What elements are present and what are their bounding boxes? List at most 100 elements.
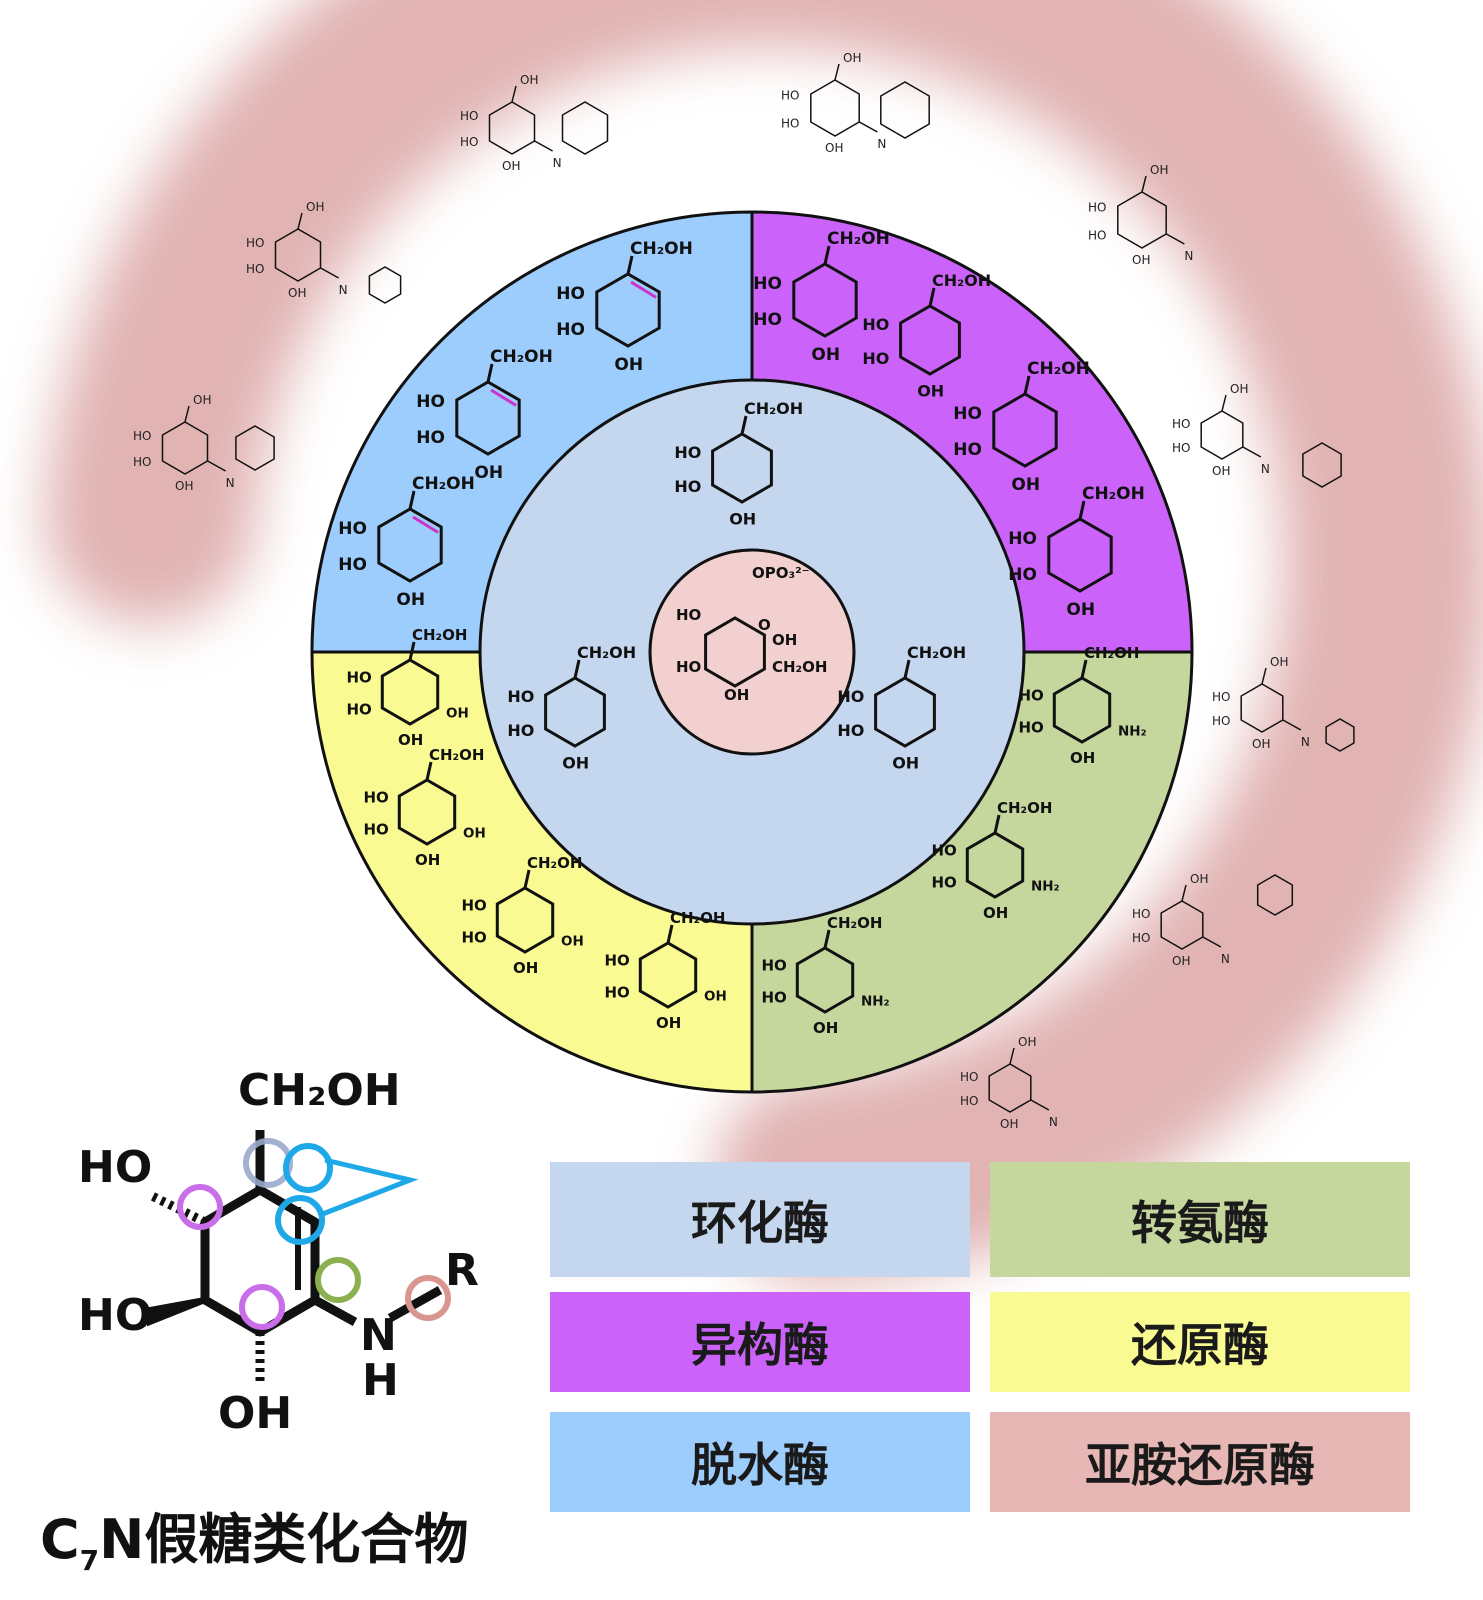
bond [1165, 233, 1185, 245]
bond [1261, 667, 1267, 685]
bond [1282, 719, 1302, 731]
bond [858, 121, 878, 133]
atom-label-nh: N [1261, 462, 1270, 476]
bond [666, 924, 674, 944]
ring-skeleton [488, 101, 536, 155]
atom-label-ch2oh: CH₂OH [997, 799, 1052, 817]
bond [320, 267, 339, 279]
atom-label-ho: HO [246, 262, 264, 276]
atom-label-ch2oh: CH₂OH [670, 909, 725, 927]
atom-label-ho: HO [781, 117, 799, 131]
bond [1030, 1099, 1050, 1111]
ring-skeleton [1302, 442, 1342, 488]
atom-label-ho: HO [338, 555, 367, 575]
atom-label-oh: OH [892, 753, 919, 772]
ring-skeleton [561, 101, 609, 155]
bond [534, 140, 553, 152]
atom-label-nh: N [1049, 1115, 1058, 1129]
legend-item: 异构酶 [550, 1292, 970, 1392]
atom-label-nh: N [877, 137, 886, 151]
atom-label-ho: HO [1088, 229, 1106, 243]
bond [823, 245, 831, 265]
atom-label-ho: HO [364, 820, 389, 838]
atom-label-ho: HO [605, 983, 630, 1001]
atom-label-ho: HO [862, 315, 889, 334]
atom-label-ch2oh: CH₂OH [490, 347, 553, 367]
bond [412, 515, 439, 534]
atom-label-nh: N [553, 156, 562, 170]
atom-label-ch2oh: CH₂OH [527, 854, 582, 872]
ring-skeleton [810, 79, 860, 137]
atom-label-ho: HO [507, 687, 534, 706]
ring-skeleton [274, 228, 322, 282]
ring-skeleton [638, 941, 698, 1009]
atom-label-nh: N [1184, 249, 1193, 263]
atom-label-ho: HO [953, 404, 982, 424]
bond [740, 415, 748, 435]
atom-label-ho: HO [753, 310, 782, 330]
bond [297, 212, 303, 230]
ring-skeleton [965, 831, 1025, 899]
atom-label-oh: OH [306, 200, 324, 214]
bond [523, 869, 531, 889]
core-structure: CH₂OH HO HO OH N H R [78, 1065, 479, 1439]
atom-label-ho: HO [1132, 907, 1150, 921]
atom-label-ho: HO [462, 928, 487, 946]
atom-label-ho: HO [762, 956, 787, 974]
atom-label-ho: HO [1019, 718, 1044, 736]
ring-skeleton [792, 262, 858, 338]
atom-label-ho: HO [460, 109, 478, 123]
atom-label-ho: HO [1132, 931, 1150, 945]
atom-label-ch2oh: CH₂OH [827, 914, 882, 932]
atom-label-nh2: NH₂ [1118, 724, 1147, 740]
atom-label-oh: OH [1230, 382, 1248, 396]
atom-label-nh: N [339, 283, 348, 297]
bond [993, 814, 1001, 834]
core-h-label: H [362, 1355, 399, 1406]
atom-label-ch2oh: CH₂OH [772, 658, 827, 676]
ring-skeleton [874, 676, 936, 748]
atom-label-oh: OH [502, 159, 520, 173]
atom-label-oh: OH [729, 509, 756, 528]
atom-label-ho: HO [1212, 714, 1230, 728]
atom-label-ho: HO [960, 1094, 978, 1108]
atom-label-ch2oh: CH₂OH [1082, 484, 1145, 504]
atom-label-nh2: NH₂ [861, 994, 890, 1010]
atom-label-ho: HO [460, 135, 478, 149]
atom-label-ho: HO [1008, 529, 1037, 549]
ring-skeleton [368, 266, 402, 304]
core-oh-label: OH [218, 1388, 292, 1439]
atom-label-ho: HO [507, 721, 534, 740]
ring-skeleton [1325, 718, 1355, 752]
core-ch2oh-label: CH₂OH [238, 1065, 401, 1116]
bond [573, 659, 581, 679]
atom-label-ho: HO [676, 658, 701, 676]
atom-label-ho: HO [781, 89, 799, 103]
ring-skeleton [795, 946, 855, 1014]
bond [1202, 936, 1222, 948]
ring-skeleton [992, 392, 1058, 468]
atom-label-ho: HO [133, 455, 151, 469]
atom-label-oh: OH [1150, 163, 1168, 177]
atom-label-ho: HO [674, 443, 701, 462]
ring-skeleton [899, 304, 961, 376]
bond [1181, 884, 1187, 902]
ring-skeleton [988, 1063, 1032, 1113]
atom-label-ho: HO [338, 519, 367, 539]
atom-label-ho: HO [960, 1070, 978, 1084]
atom-label-nh: N [226, 476, 235, 490]
atom-label-ho: HO [837, 687, 864, 706]
atom-label-oh: OH [724, 686, 749, 704]
ring-skeleton [704, 616, 766, 688]
atom-label-ch2oh: CH₂OH [827, 229, 890, 249]
bond [1009, 1047, 1015, 1065]
atom-label-oh: OH [1132, 253, 1150, 267]
atom-label-oh: OH [614, 355, 643, 375]
ring-skeleton [235, 425, 275, 471]
atom-label-ho: HO [416, 428, 445, 448]
ring-skeleton [1052, 676, 1112, 744]
atom-label-ho: HO [246, 236, 264, 250]
core-r-label: R [445, 1245, 479, 1296]
atom-label-ch2oh: CH₂OH [907, 643, 966, 662]
atom-label-oh: OH [843, 51, 861, 65]
